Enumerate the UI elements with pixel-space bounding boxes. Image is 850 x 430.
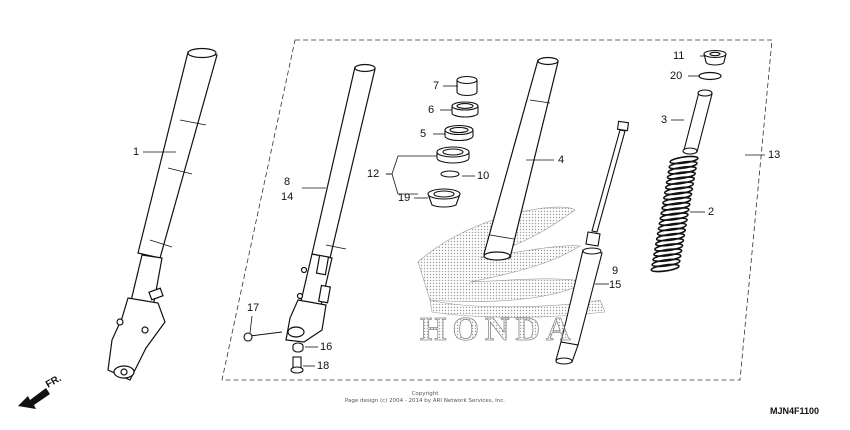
label-part-3: 3 [661,114,668,126]
oil-seal-part-12[interactable] [436,146,470,164]
fork-tube-part-4[interactable] [483,56,559,261]
front-direction-label: FR. [44,373,64,391]
label-part-13: 13 [768,149,781,161]
label-part-12: 12 [367,168,380,180]
label-part-8: 8 [284,176,291,188]
seal-part-5[interactable] [444,124,474,142]
fork-spring-part-2[interactable] [650,155,699,273]
spacer-part-3[interactable] [682,89,713,155]
fork-assembly-left-part-8[interactable] [285,63,376,343]
nut-part-16[interactable] [292,342,304,353]
label-part-19: 19 [398,192,411,204]
label-part-4: 4 [558,154,565,166]
label-part-7: 7 [433,80,440,92]
label-part-1: 1 [133,146,140,158]
fork-assembly-right-part-1[interactable] [107,47,218,381]
dust-seal-part-19[interactable] [427,188,461,208]
bushing-part-6[interactable] [451,101,479,118]
collar-part-7[interactable] [456,75,478,97]
label-part-17: 17 [247,302,260,314]
label-part-10: 10 [477,170,490,182]
label-part-18: 18 [317,360,330,372]
assembly-boundary [221,39,773,381]
o-ring-part-20[interactable] [698,71,722,81]
damper-rod-part-9[interactable] [555,120,630,365]
label-part-16: 16 [320,341,333,353]
label-part-2: 2 [708,206,715,218]
label-part-9: 9 [612,265,619,277]
label-part-5: 5 [420,128,427,140]
fork-cap-part-11[interactable] [703,49,727,66]
honda-watermark-text: HONDA [420,311,577,348]
label-part-14: 14 [281,191,294,203]
copyright-line-1: Copyright [411,391,439,397]
bolt-part-18[interactable] [290,356,304,374]
leader-lines [143,55,765,367]
label-part-6: 6 [428,104,435,116]
diagram-code: MJN4F1100 [770,406,820,416]
front-direction-arrow-icon [18,388,50,409]
label-part-11: 11 [673,50,685,62]
label-part-20: 20 [670,70,683,82]
clip-part-10[interactable] [440,170,460,178]
copyright-line-2: Page design (c) 2004 - 2014 by ARI Netwo… [344,398,506,404]
bolt-part-17[interactable] [243,331,283,342]
label-part-15: 15 [609,279,622,291]
